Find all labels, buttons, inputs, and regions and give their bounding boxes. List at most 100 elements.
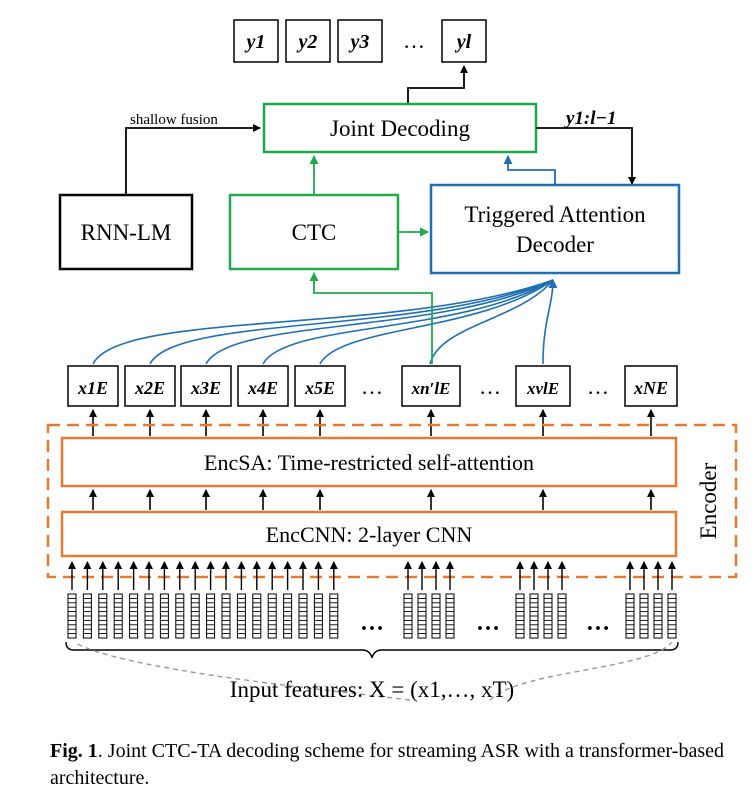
ta-decoder-label-line1: Triggered Attention [464, 202, 646, 227]
input-frame [190, 593, 200, 639]
input-frame [403, 593, 413, 639]
encsa-block [60, 436, 678, 488]
input-ellipsis: … [476, 610, 500, 636]
input-frame [82, 593, 92, 639]
input-frame [298, 593, 308, 639]
input-frame [129, 593, 139, 639]
figure-caption: Fig. 1. Joint CTC-TA decoding scheme for… [50, 738, 740, 792]
input-frame [329, 593, 339, 639]
output-token: yl [455, 31, 472, 53]
encsa-label: EncSA: Time-restricted self-attention [204, 450, 534, 475]
ta-to-joint-arrow [503, 155, 556, 185]
input-frame [175, 593, 185, 639]
input-frame [515, 593, 525, 639]
ctc-trigger-arrow [309, 272, 433, 364]
enccnn-output-arrows [89, 489, 655, 510]
attention-arc [92, 279, 554, 365]
encoder-output-box [515, 365, 571, 407]
diagram-canvas: y1 y2 y3 … yl Joint Decoding y1:l−1 RNN-… [46, 19, 738, 702]
figure-label: Fig. 1 [50, 740, 98, 762]
shallow-fusion-arrow [125, 124, 261, 195]
shallow-fusion-label: shallow fusion [130, 112, 218, 128]
enccnn-block [60, 510, 678, 558]
output-token-box [441, 19, 487, 63]
input-frames [67, 593, 677, 639]
input-frame [252, 593, 262, 639]
output-token: y2 [297, 31, 318, 53]
encoder-outputs: x1E x2E x3E x4E x5E … xn′lE … xνlE … xNE [67, 365, 678, 407]
output-token: y1 [245, 31, 266, 53]
joint-decoding-block [262, 102, 538, 154]
output-ellipsis: … [403, 28, 425, 53]
output-token-box [233, 19, 279, 63]
input-frame [67, 593, 77, 639]
input-frame [313, 593, 323, 639]
input-frame [639, 593, 649, 639]
rnn-lm-block [58, 193, 194, 271]
attention-arc [542, 279, 558, 365]
encoder-group-label: Encoder [696, 462, 721, 539]
encoder-output-box [294, 365, 346, 407]
caption-text: . Joint CTC-TA decoding scheme for strea… [50, 740, 724, 789]
partial-hypothesis-arrow [536, 127, 636, 185]
input-frame [236, 593, 246, 639]
input-frame [667, 593, 677, 639]
input-frame [221, 593, 231, 639]
xT-pointer [489, 641, 673, 701]
input-ellipsis: … [360, 610, 384, 636]
input-arrows [68, 561, 676, 590]
encoder-output-label: xνlE [526, 379, 559, 398]
attention-arc [149, 279, 554, 365]
joint-decoding-label: Joint Decoding [330, 116, 470, 141]
attention-arc [262, 279, 554, 365]
attention-arc [319, 279, 554, 365]
input-frame [625, 593, 635, 639]
enccnn-label: EncCNN: 2-layer CNN [266, 522, 473, 547]
encsa-output-arrows [89, 409, 655, 436]
rnn-lm-label: RNN-LM [81, 220, 172, 245]
encoder-group [46, 423, 738, 579]
encoder-output-label: xn′lE [411, 379, 451, 398]
ta-decoder-label-line2: Decoder [516, 232, 594, 257]
output-token-box [285, 19, 331, 63]
encoder-output-box [237, 365, 289, 407]
input-frame [431, 593, 441, 639]
partial-hypothesis-label: y1:l−1 [564, 108, 617, 129]
encoder-output-label: x3E [190, 378, 221, 398]
input-frame [159, 593, 169, 639]
encoder-output-box [624, 365, 678, 407]
input-frame [529, 593, 539, 639]
encoder-output-box [67, 365, 119, 407]
ctc-label: CTC [292, 220, 337, 245]
input-frame [267, 593, 277, 639]
input-frame [113, 593, 123, 639]
encoder-output-label: x5E [304, 378, 335, 398]
x1-pointer [73, 641, 411, 701]
encoder-output-label: x1E [77, 378, 108, 398]
input-frame [653, 593, 663, 639]
ctc-block [228, 193, 400, 271]
encoder-output-ellipsis: … [587, 374, 609, 399]
encoder-output-box [180, 365, 232, 407]
input-brace [65, 641, 679, 659]
input-frame [417, 593, 427, 639]
attention-arc [205, 279, 554, 365]
input-frame [98, 593, 108, 639]
input-frame [206, 593, 216, 639]
encoder-output-label: x2E [134, 378, 165, 398]
input-frame [445, 593, 455, 639]
encoder-output-box [124, 365, 176, 407]
encoder-output-ellipsis: … [479, 374, 501, 399]
encoder-output-label: xNE [633, 378, 668, 398]
output-token-box [337, 19, 383, 63]
input-frame [543, 593, 553, 639]
output-tokens: y1 y2 y3 … yl [233, 19, 487, 63]
attention-connections [92, 279, 558, 365]
output-arrow [407, 65, 468, 104]
encoder-output-label: x4E [247, 378, 278, 398]
input-features-label: Input features: X = (x1,…, xT) [230, 677, 514, 702]
attention-arc [429, 279, 554, 365]
ta-decoder-block [429, 183, 681, 275]
output-token: y3 [349, 31, 370, 53]
encoder-output-box [401, 365, 461, 407]
